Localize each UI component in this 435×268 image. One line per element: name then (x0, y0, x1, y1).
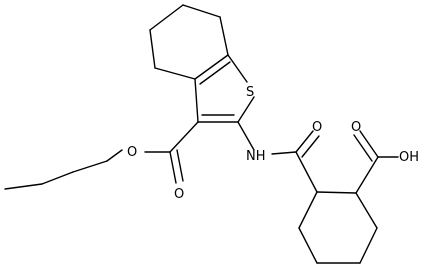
bond-cy-2 (355, 192, 378, 229)
cooh-carbonyl-oxygen-label: O (351, 120, 361, 135)
bond-amide-c-ring (295, 151, 318, 193)
bond-amide-c-o-double-1 (295, 130, 314, 153)
bond-cy-5 (298, 227, 318, 264)
bond-butyl-2 (41, 171, 74, 185)
bond-amide-c-o-double-2 (301, 135, 320, 158)
amide-oxygen-label: O (312, 120, 322, 135)
thiophene-ring (194, 54, 255, 123)
bond-c2-nh (237, 121, 255, 151)
cooh-hydroxyl-label: OH (399, 150, 419, 165)
bond-thio-c7a-s (227, 54, 248, 83)
bond-ring-a1 (154, 67, 196, 80)
bond-ring-a2 (149, 29, 156, 69)
bond-ester-c-o-double-2 (176, 149, 184, 182)
bond-ring-a4 (182, 4, 221, 18)
ester-carbonyl-oxygen-label: O (174, 187, 184, 202)
sulfur-atom-label: S (246, 85, 254, 100)
bond-nh-amide-c (271, 151, 297, 155)
bond-ring-a3 (149, 4, 184, 31)
bond-cy-6 (298, 191, 318, 229)
bond-cy-1 (316, 191, 357, 194)
bond-thio-c3-c3a (194, 78, 199, 123)
ester-ether-oxygen-label: O (127, 145, 137, 160)
bond-ester-o-ch2 (106, 149, 123, 162)
amide-group (237, 121, 320, 193)
cyclohexane-ring (298, 191, 378, 264)
nh-atom-label: NH (246, 149, 266, 164)
tetrahydro-ring (149, 4, 229, 80)
bond-c3-ester-c (169, 121, 199, 153)
bond-butyl-3 (4, 183, 43, 190)
bond-cooh-c-o-double-2 (353, 134, 373, 162)
bond-thio-c3a-c7a (194, 54, 229, 80)
carboxylic-acid-group (353, 130, 399, 194)
bond-ring-cooh-c (355, 156, 379, 194)
bond-thio-c3a-c7a-double (199, 61, 231, 85)
bond-cy-3 (359, 227, 378, 264)
bond-ring-a5 (219, 16, 229, 56)
bond-ester-c-o-double-1 (169, 151, 177, 184)
bond-cooh-c-o-double-1 (359, 130, 379, 158)
bond-thio-s-c2 (237, 96, 255, 123)
ester-group (4, 121, 199, 190)
bond-butyl-1 (72, 160, 108, 173)
